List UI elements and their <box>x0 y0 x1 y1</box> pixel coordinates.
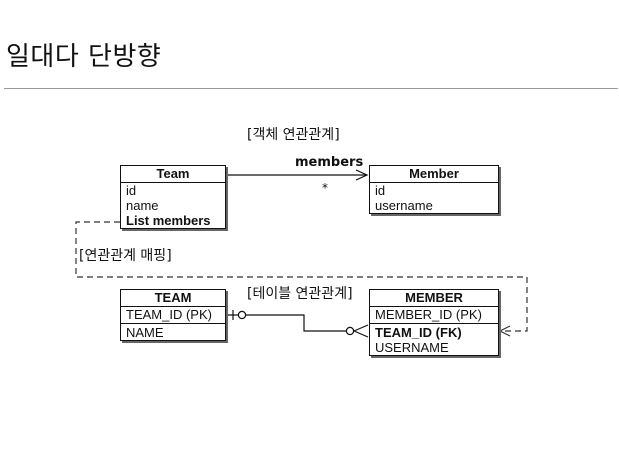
page-title: 일대다 단방향 <box>6 42 162 72</box>
member-table-col-username: USERNAME <box>375 340 449 355</box>
team-table-col-name: NAME <box>126 325 164 340</box>
team-class-box: Team id name List members <box>120 165 226 229</box>
object-relation-label: [객체 연관관계] <box>247 127 340 143</box>
team-table-name: TEAM <box>121 290 225 307</box>
team-field-id: id <box>126 183 137 198</box>
members-label: members <box>295 155 364 170</box>
erd-relationship-line <box>225 310 369 338</box>
mapping-dashed-line <box>75 221 528 337</box>
team-class-name: Team <box>121 166 225 183</box>
members-association-arrow <box>225 169 369 181</box>
team-table-box: TEAM TEAM_ID (PK) NAME <box>120 289 226 341</box>
team-field-members: List members <box>126 213 211 228</box>
member-table-name: MEMBER <box>370 290 498 307</box>
title-divider <box>4 88 618 89</box>
member-field-id: id <box>375 183 386 198</box>
multiplicity-label: * <box>322 181 328 195</box>
team-table-pk: TEAM_ID (PK) <box>121 307 225 324</box>
table-relation-label: [테이블 연관관계] <box>247 286 353 302</box>
member-table-box: MEMBER MEMBER_ID (PK) TEAM_ID (FK) USERN… <box>369 289 499 356</box>
member-class-box: Member id username <box>369 165 499 214</box>
relation-mapping-label: [연관관계 매핑] <box>79 248 172 264</box>
member-table-pk: MEMBER_ID (PK) <box>370 307 498 324</box>
member-class-name: Member <box>370 166 498 183</box>
member-table-fk: TEAM_ID (FK) <box>375 325 462 340</box>
member-field-username: username <box>375 198 433 213</box>
team-field-name: name <box>126 198 159 213</box>
